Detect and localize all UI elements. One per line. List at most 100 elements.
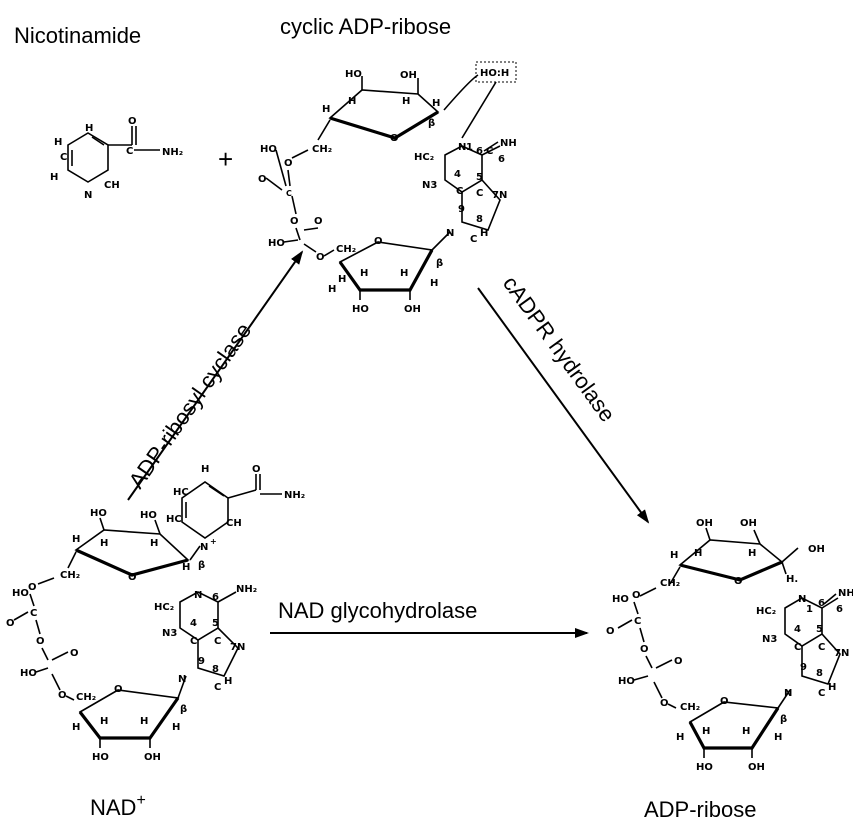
svg-text:OH: OH xyxy=(748,762,765,773)
svg-text:6: 6 xyxy=(818,598,825,609)
svg-text:O: O xyxy=(290,216,299,227)
svg-text:O: O xyxy=(606,626,615,637)
arrow-cyclase: ADP-ribosyl cyclase xyxy=(124,250,304,501)
svg-text:HC₂: HC₂ xyxy=(154,602,174,613)
svg-text:N: N xyxy=(798,594,806,605)
svg-text:HC₂: HC₂ xyxy=(414,152,434,163)
label-nad: NAD+ xyxy=(90,792,146,820)
structure-nad: H HC HC CH O NH₂ N + HO HO H H H H O β C… xyxy=(6,464,305,763)
svg-text:6: 6 xyxy=(836,604,843,615)
svg-text:HO: HO xyxy=(92,752,109,763)
svg-text:C: C xyxy=(818,688,825,699)
svg-text:H: H xyxy=(774,732,782,743)
svg-text:O: O xyxy=(390,133,399,144)
svg-text:HO: HO xyxy=(345,69,362,80)
svg-text:O: O xyxy=(28,582,37,593)
svg-text:O: O xyxy=(314,216,323,227)
svg-text:β: β xyxy=(180,704,187,715)
svg-text:H: H xyxy=(432,98,440,109)
svg-text:C: C xyxy=(286,189,292,198)
svg-text:N3: N3 xyxy=(162,628,177,639)
svg-text:NH₂: NH₂ xyxy=(162,147,183,158)
svg-text:4: 4 xyxy=(190,618,197,629)
svg-text:HO:H: HO:H xyxy=(480,68,509,79)
svg-text:O: O xyxy=(734,576,743,587)
svg-text:C: C xyxy=(634,616,641,627)
svg-text:HC: HC xyxy=(173,487,189,498)
svg-text:+: + xyxy=(210,537,217,546)
svg-text:9: 9 xyxy=(458,204,465,215)
structure-nicotinamide: H H H C CH N O C NH₂ xyxy=(50,116,183,201)
svg-text:5: 5 xyxy=(476,172,483,183)
svg-text:N: N xyxy=(784,688,792,699)
svg-text:H: H xyxy=(54,137,62,148)
svg-text:HO: HO xyxy=(140,510,157,521)
svg-text:HO: HO xyxy=(20,668,37,679)
svg-text:H: H xyxy=(402,96,410,107)
svg-text:H: H xyxy=(430,278,438,289)
svg-text:NH: NH xyxy=(500,138,517,149)
svg-text:β: β xyxy=(198,560,205,571)
svg-text:H.: H. xyxy=(786,574,798,585)
svg-text:8: 8 xyxy=(212,664,219,675)
svg-text:C: C xyxy=(60,152,67,163)
svg-text:5: 5 xyxy=(816,624,823,635)
svg-text:OH: OH xyxy=(144,752,161,763)
svg-text:HO: HO xyxy=(618,676,635,687)
svg-text:6: 6 xyxy=(476,146,483,157)
label-adp-ribose: ADP-ribose xyxy=(644,797,756,822)
svg-text:O: O xyxy=(374,236,383,247)
svg-text:NH: NH xyxy=(838,588,853,599)
svg-text:H: H xyxy=(360,268,368,279)
svg-text:O: O xyxy=(660,698,669,709)
svg-text:CH: CH xyxy=(104,180,120,191)
svg-text:β: β xyxy=(428,118,435,129)
structure-cyclic-adp-ribose: HO OH H H H H O β HO:H CH₂ O HO C O O O … xyxy=(258,61,517,315)
svg-text:N3: N3 xyxy=(422,180,437,191)
svg-text:N: N xyxy=(84,190,92,201)
svg-text:N: N xyxy=(194,590,202,601)
svg-text:CH: CH xyxy=(226,518,242,529)
svg-text:OH: OH xyxy=(808,544,825,555)
label-nicotinamide: Nicotinamide xyxy=(14,23,141,48)
svg-text:H: H xyxy=(348,96,356,107)
svg-text:HO: HO xyxy=(696,762,713,773)
label-cyclic-adp-ribose: cyclic ADP-ribose xyxy=(280,14,451,39)
svg-text:O: O xyxy=(36,636,45,647)
svg-text:HO: HO xyxy=(260,144,277,155)
svg-text:OH: OH xyxy=(400,70,417,81)
svg-text:O: O xyxy=(316,252,325,263)
svg-text:H: H xyxy=(328,284,336,295)
svg-text:H: H xyxy=(742,726,750,737)
enzyme-cadpr-hydrolase: cADPR hydrolase xyxy=(498,271,620,426)
svg-text:O: O xyxy=(128,572,137,583)
svg-text:NH₂: NH₂ xyxy=(236,584,257,595)
svg-text:CH₂: CH₂ xyxy=(336,244,356,255)
svg-text:H: H xyxy=(172,722,180,733)
svg-text:5: 5 xyxy=(212,618,219,629)
svg-text:OH: OH xyxy=(404,304,421,315)
svg-text:N: N xyxy=(458,142,466,153)
structure-adp-ribose: OH OH OH H H H O H. CH₂ O HO C O O O HO … xyxy=(606,518,853,773)
svg-text:NH₂: NH₂ xyxy=(284,490,305,501)
svg-text:N3: N3 xyxy=(762,634,777,645)
svg-text:H: H xyxy=(670,550,678,561)
svg-text:C: C xyxy=(456,186,463,197)
svg-text:9: 9 xyxy=(198,656,205,667)
svg-text:O: O xyxy=(252,464,261,475)
enzyme-nad-glycohydrolase: NAD glycohydrolase xyxy=(278,598,477,623)
svg-text:O: O xyxy=(640,644,649,655)
svg-text:HO: HO xyxy=(12,588,29,599)
svg-text:H: H xyxy=(702,726,710,737)
svg-text:H: H xyxy=(224,676,232,687)
svg-text:9: 9 xyxy=(800,662,807,673)
arrow-nad-glycohydrolase: NAD glycohydrolase xyxy=(270,598,589,638)
svg-text:6: 6 xyxy=(212,592,219,603)
svg-text:H: H xyxy=(100,716,108,727)
svg-text:7N: 7N xyxy=(834,648,849,659)
svg-text:N: N xyxy=(200,542,208,553)
svg-text:β: β xyxy=(436,258,443,269)
svg-text:C: C xyxy=(476,188,483,199)
